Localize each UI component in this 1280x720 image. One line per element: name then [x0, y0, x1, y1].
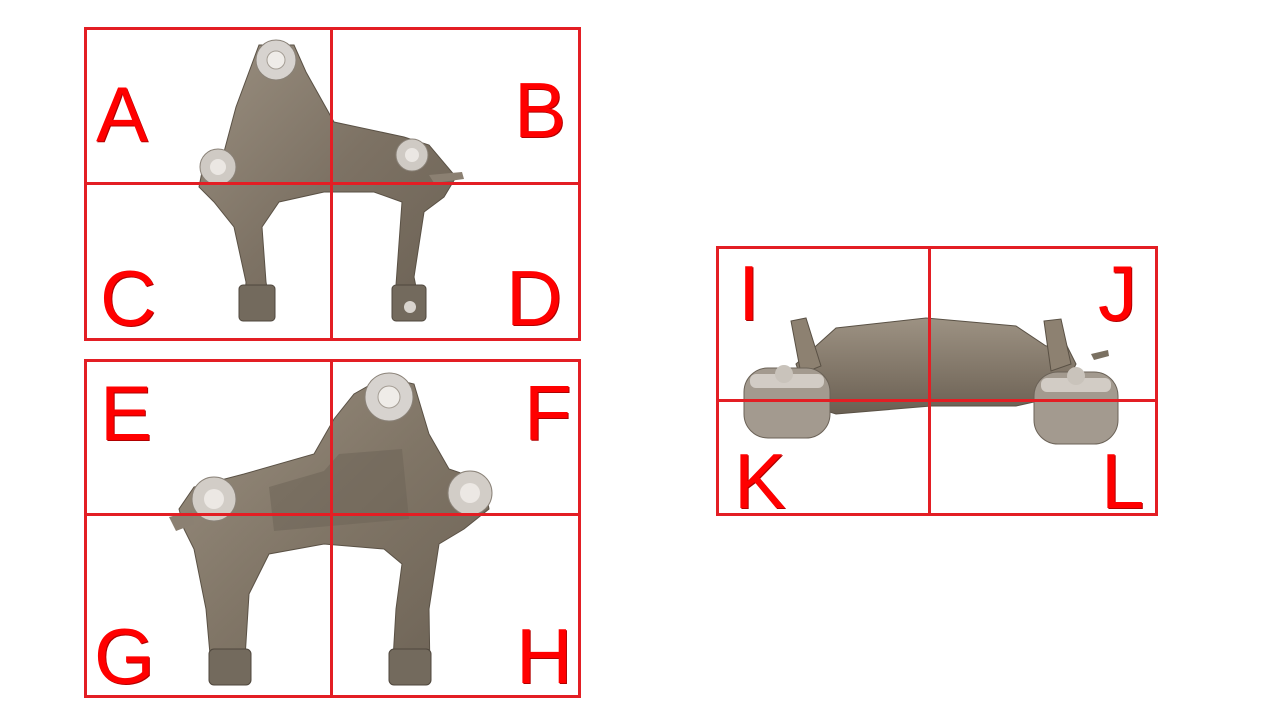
bracket-rear-view-image — [169, 372, 493, 686]
grid-divider-horizontal — [84, 182, 581, 185]
grid-divider-horizontal — [84, 513, 581, 516]
quadrant-label-b: B — [514, 66, 567, 154]
quadrant-label-g: G — [94, 612, 155, 700]
quadrant-label-i: I — [738, 249, 760, 337]
top-view-panel: I J K L — [716, 246, 1158, 520]
quadrant-label-e: E — [100, 369, 153, 457]
quadrant-label-j: J — [1098, 249, 1137, 337]
quadrant-label-a: A — [96, 70, 149, 158]
grid-divider-vertical — [330, 359, 333, 698]
grid-divider-vertical — [928, 246, 931, 516]
quadrant-label-c: C — [100, 254, 157, 342]
quadrant-label-h: H — [516, 612, 573, 700]
bracket-top-view-image — [743, 317, 1119, 445]
quadrant-label-f: F — [524, 369, 572, 457]
quadrant-label-l: L — [1101, 437, 1145, 525]
rear-view-panel: E F G H — [84, 359, 581, 698]
grid-divider-horizontal — [716, 399, 1158, 402]
quadrant-label-k: K — [734, 437, 787, 525]
quadrant-label-d: D — [506, 254, 563, 342]
front-view-panel: A B C D — [84, 27, 581, 341]
grid-frame — [716, 246, 1158, 516]
